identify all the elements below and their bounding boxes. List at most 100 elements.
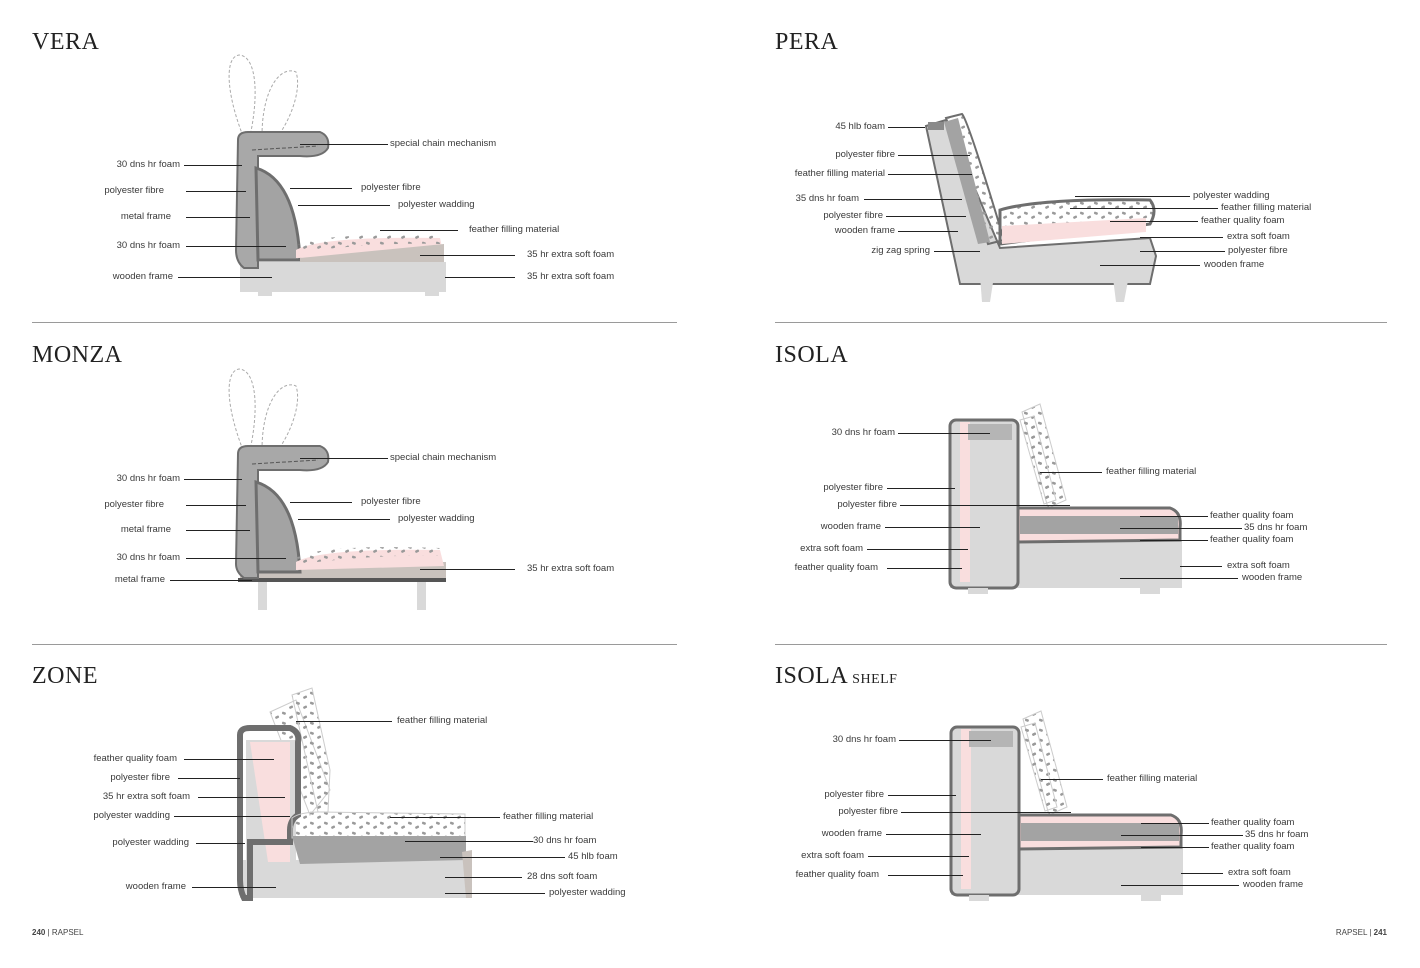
leader-line <box>900 505 1070 506</box>
callout-label: 35 hr extra soft foam <box>527 249 615 260</box>
callout-label: zig zag spring <box>871 245 930 256</box>
leader-line <box>886 216 966 217</box>
callout-label: extra soft foam <box>1228 867 1291 878</box>
leader-line <box>186 217 250 218</box>
footer-right: RAPSEL | 241 <box>1335 928 1387 937</box>
leader-line <box>888 795 956 796</box>
callout-label: extra soft foam <box>801 850 864 861</box>
leader-line <box>300 144 388 145</box>
leader-line <box>1140 540 1208 541</box>
leader-line <box>186 558 286 559</box>
leader-line <box>445 877 522 878</box>
diagram-isola <box>948 403 1182 594</box>
leader-line <box>898 155 970 156</box>
leader-line <box>1120 528 1242 529</box>
callout-label: 45 hlb foam <box>568 851 618 862</box>
callout-label: polyester fibre <box>823 210 883 221</box>
callout-label: metal frame <box>114 574 165 585</box>
callout-label: polyester fibre <box>823 482 883 493</box>
brand-left: RAPSEL <box>51 928 84 937</box>
leader-line <box>178 778 240 779</box>
leader-line <box>380 230 458 231</box>
callout-label: polyester wadding <box>1193 190 1270 201</box>
callout-label: polyester fibre <box>104 499 164 510</box>
callout-label: extra soft foam <box>1227 231 1290 242</box>
callout-label: polyester fibre <box>361 182 421 193</box>
diagram-pera <box>924 112 1158 302</box>
leader-line <box>868 856 969 857</box>
leader-line <box>192 887 276 888</box>
title-isola-shelf-sub: SHELF <box>852 672 898 687</box>
callout-label: feather quality foam <box>93 753 177 764</box>
leader-line <box>198 797 285 798</box>
callout-label: extra soft foam <box>1227 560 1290 571</box>
callout-label: feather filling material <box>794 168 885 179</box>
title-vera: VERA <box>32 29 100 55</box>
callout-label: 35 dns hr foam <box>795 193 859 204</box>
leader-line <box>901 812 1071 813</box>
leader-line <box>1141 823 1209 824</box>
callout-label: 35 hr extra soft foam <box>527 271 615 282</box>
callout-label: 30 dns hr foam <box>116 240 180 251</box>
leader-line <box>186 191 246 192</box>
callout-label: polyester fibre <box>104 185 164 196</box>
leader-line <box>1140 516 1208 517</box>
leader-line <box>1140 251 1225 252</box>
callout-label: 30 dns hr foam <box>116 552 180 563</box>
diagram-isola-shelf <box>949 710 1183 901</box>
title-pera: PERA <box>775 29 839 55</box>
leader-line <box>864 199 962 200</box>
callout-label: polyester wadding <box>549 887 626 898</box>
callout-label: feather filling material <box>1221 202 1312 213</box>
leader-line <box>1100 265 1200 266</box>
leader-line <box>899 740 991 741</box>
callout-label: wooden frame <box>1243 879 1304 890</box>
leader-line <box>1041 779 1103 780</box>
leader-line <box>405 841 533 842</box>
callout-label: 28 dns soft foam <box>527 871 598 882</box>
divider <box>775 644 1387 645</box>
callout-label: polyester wadding <box>112 837 189 848</box>
leader-line <box>887 488 955 489</box>
callout-label: polyester fibre <box>835 149 895 160</box>
leader-line <box>298 519 390 520</box>
divider <box>32 644 677 645</box>
leader-line <box>867 549 968 550</box>
callout-label: wooden frame <box>821 828 882 839</box>
leader-line <box>290 502 352 503</box>
callout-label: wooden frame <box>1242 572 1303 583</box>
callout-label: extra soft foam <box>800 543 863 554</box>
leader-line <box>888 127 925 128</box>
callout-label: polyester fibre <box>361 496 421 507</box>
callout-label: feather quality foam <box>1210 534 1294 545</box>
leader-line <box>420 569 515 570</box>
callout-label: wooden frame <box>834 225 895 236</box>
callout-label: feather filling material <box>503 811 594 822</box>
leader-line <box>1121 835 1243 836</box>
leader-line <box>290 188 352 189</box>
title-isola-shelf-main: ISOLA <box>775 663 849 689</box>
diagram-zone <box>237 687 472 901</box>
page-number-right: 241 <box>1373 928 1387 937</box>
callout-label: metal frame <box>120 524 171 535</box>
callout-label: polyester wadding <box>398 199 475 210</box>
leader-line <box>1141 847 1209 848</box>
callout-label: feather quality foam <box>1201 215 1285 226</box>
leader-line <box>1181 873 1223 874</box>
leader-line <box>898 433 990 434</box>
callout-label: wooden frame <box>1204 259 1265 270</box>
leader-line <box>1040 472 1102 473</box>
leader-line <box>170 580 252 581</box>
callout-label: feather quality foam <box>1210 510 1294 521</box>
divider <box>775 322 1387 323</box>
callout-label: 30 dns hr foam <box>832 734 896 745</box>
callout-label: 35 hr extra soft foam <box>102 791 190 802</box>
leader-line <box>1180 566 1222 567</box>
callout-label: polyester fibre <box>824 789 884 800</box>
footer-left: 240 | RAPSEL <box>32 928 84 937</box>
leader-line <box>420 255 515 256</box>
callout-label: 30 dns hr foam <box>831 427 895 438</box>
callout-label: special chain mechanism <box>390 452 497 463</box>
leader-line <box>296 721 392 722</box>
leader-line <box>886 834 981 835</box>
